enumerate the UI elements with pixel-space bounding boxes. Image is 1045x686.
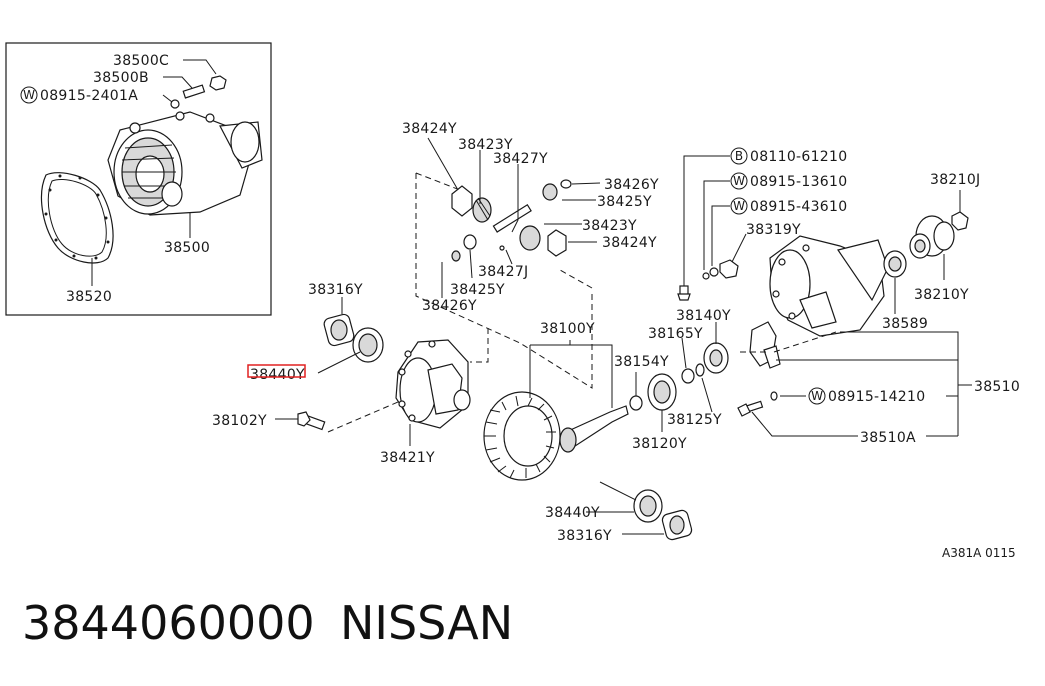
bolt-38510A-drawing xyxy=(737,400,764,417)
drive-pinion-drawing xyxy=(559,405,629,453)
label-38424Y-upper: 38424Y xyxy=(402,121,457,137)
label-08915-43610: 08915-43610 xyxy=(750,199,847,215)
label-38120Y: 38120Y xyxy=(632,436,687,452)
label-08915-14210: 08915-14210 xyxy=(828,389,925,405)
label-38440Y-highlighted: 38440Y xyxy=(250,367,305,383)
nut-38500C-drawing xyxy=(209,75,227,91)
side-gear-group-drawing xyxy=(451,179,572,262)
label-38421Y: 38421Y xyxy=(380,450,435,466)
bearing-38140Y-drawing xyxy=(703,342,729,374)
washer-marker-letter: W xyxy=(23,88,35,102)
carrier-assembly-38500-drawing xyxy=(107,111,263,216)
label-38125Y: 38125Y xyxy=(667,412,722,428)
label-08915-13610: 08915-13610 xyxy=(750,174,847,190)
label-38154Y: 38154Y xyxy=(614,354,669,370)
label-38316Y-upper: 38316Y xyxy=(308,282,363,298)
label-38210J: 38210J xyxy=(930,172,980,188)
label-08915-2401A: 08915-2401A xyxy=(40,88,138,104)
part-number: 3844060000 xyxy=(22,596,315,650)
washer-08915-14210-drawing xyxy=(770,391,778,401)
label-38425Y-lower: 38425Y xyxy=(450,282,505,298)
brand-name: NISSAN xyxy=(340,596,514,650)
washer-08915-2401A-drawing xyxy=(170,99,180,109)
label-38210Y: 38210Y xyxy=(914,287,969,303)
stud-38500B-drawing xyxy=(182,84,206,99)
label-38316Y-lower: 38316Y xyxy=(557,528,612,544)
shim-38125Y-drawing xyxy=(695,363,705,377)
diagram-code: A381A 0115 xyxy=(942,546,1016,560)
label-08110-61210: 08110-61210 xyxy=(750,149,847,165)
washer-marker-letter-2: W xyxy=(733,174,745,188)
label-38100Y: 38100Y xyxy=(540,321,595,337)
washer-08915-43610-drawing xyxy=(709,267,719,277)
bearing-race-38440Y-lower-drawing xyxy=(633,489,663,523)
label-38500C: 38500C xyxy=(113,53,169,69)
gear-carrier-38510-drawing xyxy=(769,235,889,337)
bearing-38316Y-lower-drawing xyxy=(661,509,693,541)
spacer-38165Y-drawing xyxy=(681,368,695,384)
bolt-marker-letter: B xyxy=(735,149,743,163)
label-38440Y-lower: 38440Y xyxy=(545,505,600,521)
bearing-38316Y-upper-drawing xyxy=(323,313,355,347)
bearing-38120Y-drawing xyxy=(647,373,677,411)
highlight-box xyxy=(247,364,306,378)
washer-marker-icon xyxy=(20,86,38,104)
label-38423Y-upper: 38423Y xyxy=(458,137,513,153)
label-38510: 38510 xyxy=(974,379,1020,395)
label-38425Y-upper: 38425Y xyxy=(597,194,652,210)
label-38102Y: 38102Y xyxy=(212,413,267,429)
washer-marker-icon-2 xyxy=(730,172,748,190)
washer-marker-icon-4 xyxy=(808,387,826,405)
inset-panel: 38500C 38500B W 08915-2401A 38500 38520 xyxy=(5,42,272,316)
differential-case-38421Y-drawing xyxy=(395,339,471,429)
label-38427Y: 38427Y xyxy=(493,151,548,167)
label-38140Y: 38140Y xyxy=(676,308,731,324)
washer-marker-letter-3: W xyxy=(733,199,745,213)
label-38426Y-upper: 38426Y xyxy=(604,177,659,193)
label-38319Y: 38319Y xyxy=(746,222,801,238)
bearing-38589-drawing xyxy=(883,250,907,278)
label-38500B: 38500B xyxy=(93,70,149,86)
bolt-marker-icon xyxy=(730,147,748,165)
bolt-38102Y-drawing xyxy=(297,411,326,431)
washer-08915-13610-drawing xyxy=(702,272,710,280)
label-38165Y: 38165Y xyxy=(648,326,703,342)
label-38500: 38500 xyxy=(164,240,210,256)
bearing-race-38440Y-upper-drawing xyxy=(352,327,384,363)
seal-38210Y-drawing xyxy=(909,233,931,259)
label-38426Y-lower: 38426Y xyxy=(422,298,477,314)
label-38520: 38520 xyxy=(66,289,112,305)
label-38589: 38589 xyxy=(882,316,928,332)
bolt-08110-61210-drawing xyxy=(677,285,691,301)
washer-marker-letter-4: W xyxy=(811,389,823,403)
ring-gear-38100Y-drawing xyxy=(483,391,561,481)
label-38427J: 38427J xyxy=(478,264,528,280)
washer-marker-icon-3 xyxy=(730,197,748,215)
washer-38154Y-drawing xyxy=(629,395,643,411)
label-38424Y-lower: 38424Y xyxy=(602,235,657,251)
nut-38319Y-drawing xyxy=(719,259,739,279)
label-38423Y-lower: 38423Y xyxy=(582,218,637,234)
label-38510A: 38510A xyxy=(860,430,916,446)
